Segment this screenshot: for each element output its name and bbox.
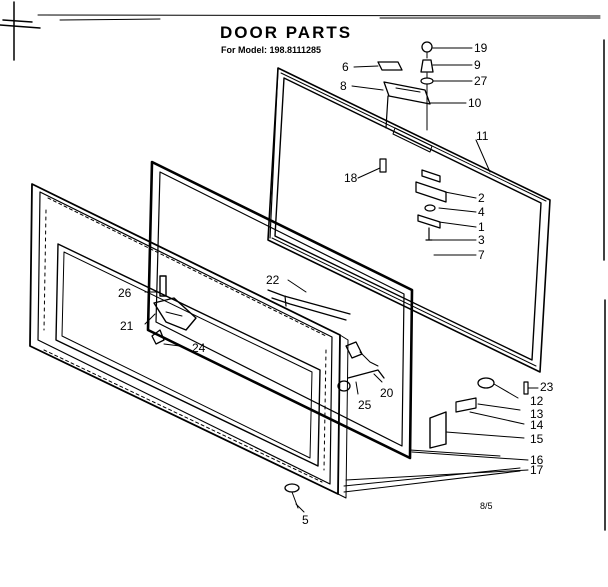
callout-label: 16 (530, 453, 544, 467)
latch-rod (267, 289, 351, 321)
callout-label: 6 (342, 60, 349, 74)
callout-label: 11 (476, 129, 489, 143)
diagram-title: DOOR PARTS (220, 23, 352, 42)
callout-label: 22 (266, 273, 280, 287)
callout-label: 24 (192, 341, 206, 355)
upper-hinge-assembly (377, 41, 434, 173)
scan-border-marks (0, 1, 606, 531)
callout-leader-lines (144, 47, 539, 513)
callout-label: 8 (340, 79, 347, 93)
callout-label: 23 (540, 380, 554, 394)
door-spring-assembly (337, 341, 385, 392)
callout-label: 13 (530, 407, 544, 421)
door-latch (151, 275, 197, 345)
callout-label: 5 (302, 513, 309, 527)
callout-label: 9 (474, 58, 481, 72)
callout-label: 15 (530, 432, 544, 446)
callout-label: 27 (474, 74, 488, 88)
callout-label: 1 (478, 220, 485, 234)
callout-label: 2 (478, 191, 485, 205)
callout-label: 19 (474, 41, 488, 55)
callout-label: 21 (120, 319, 134, 333)
page-number: 8/5 (480, 501, 493, 511)
callout-label: 17 (530, 463, 544, 477)
callout-label: 26 (118, 286, 132, 300)
lower-right-hardware (429, 377, 529, 449)
model-number: For Model: 198.8111285 (221, 45, 321, 55)
door-gasket-frame (146, 160, 414, 460)
callout-label: 7 (478, 248, 485, 262)
front-door-panel (29, 183, 349, 499)
callout-label: 14 (530, 418, 544, 432)
back-door-panel (267, 67, 551, 373)
lower-hinge-assembly (415, 169, 447, 241)
callout-label: 18 (344, 171, 358, 185)
callout-label: 25 (358, 398, 372, 412)
callout-label: 10 (468, 96, 482, 110)
callout-label: 4 (478, 205, 485, 219)
callout-label: 12 (530, 394, 544, 408)
callout-label: 20 (380, 386, 394, 400)
callout-labels: 19 9 27 6 8 10 11 18 2 4 1 3 7 22 26 21 … (118, 41, 554, 527)
callout-label: 3 (478, 233, 485, 247)
